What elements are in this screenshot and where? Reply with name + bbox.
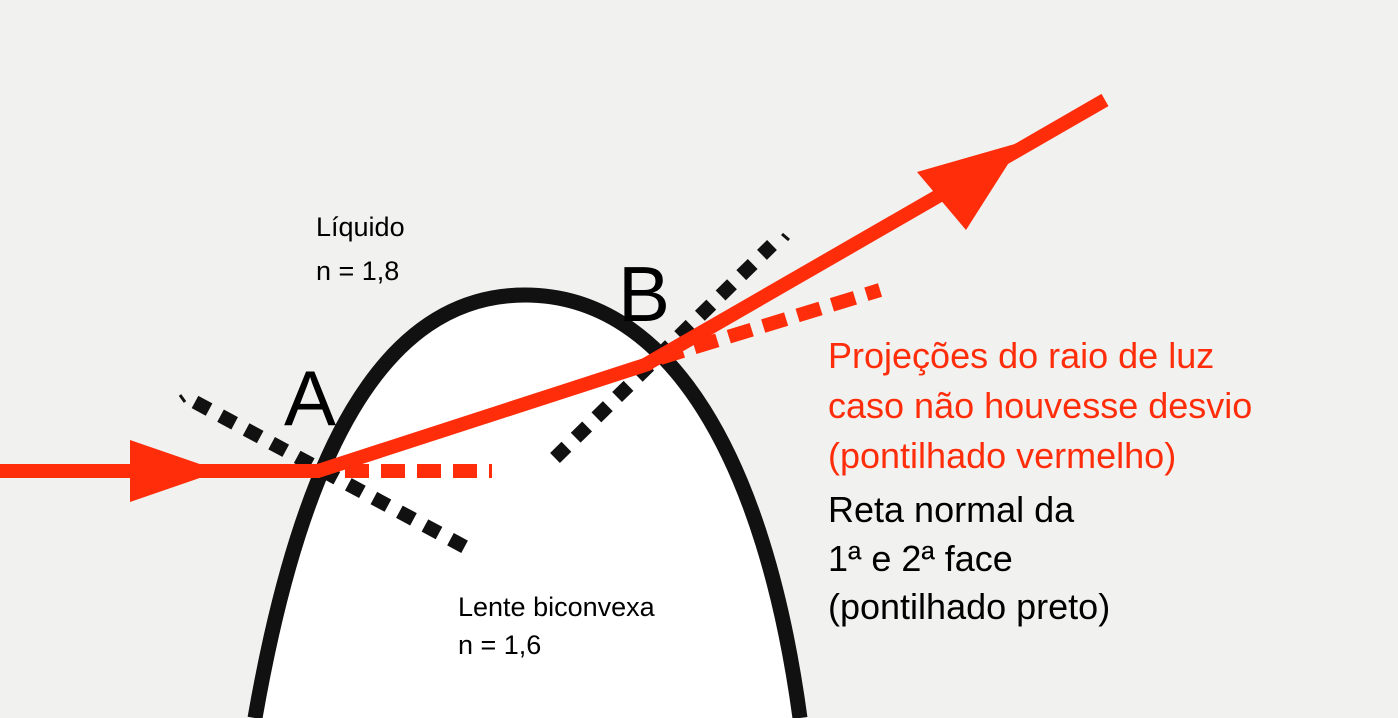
legend-red-line-3: (pontilhado vermelho) [828,435,1177,476]
legend-black-line-2: 1ª e 2ª face [828,538,1013,579]
legend-black-line-3: (pontilhado preto) [828,586,1111,627]
legend-red-line-2: caso não houvesse desvio [828,385,1253,426]
emergent-ray-arrowhead [917,142,1022,230]
normal-line-b-tick [781,232,790,242]
normal-line-a [191,395,469,554]
lens-outline [247,287,808,718]
emergent-ray [641,93,1109,372]
projection-line-b [657,283,883,365]
lens-name-label: Lente biconvexa [458,592,655,622]
incident-ray-arrowhead [130,440,220,502]
point-b-label: B [618,250,671,338]
legend-black-line-1: Reta normal da [828,489,1075,530]
refracted-ray-inside [311,357,655,478]
point-a-label: A [284,354,337,442]
medium-index-label: n = 1,8 [316,256,400,286]
medium-name-label: Líquido [316,212,405,242]
legend-red-line-1: Projeções do raio de luz [828,335,1215,376]
normal-line-a-tick [178,394,187,403]
lens-index-label: n = 1,6 [458,630,542,660]
